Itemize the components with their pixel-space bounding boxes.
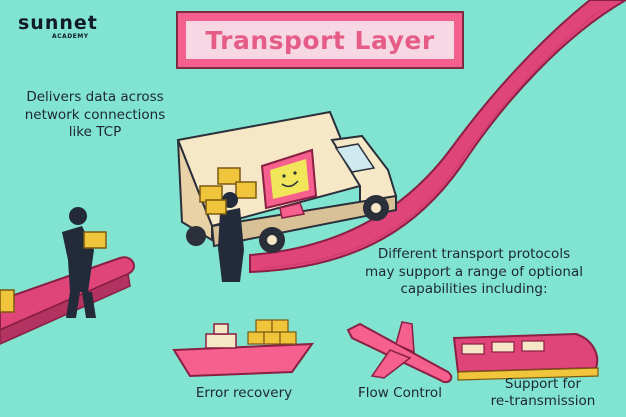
capability-label-line: Error recovery	[195, 385, 293, 401]
worker-right	[205, 192, 244, 282]
right-caption-line: Different transport protocols	[377, 246, 571, 262]
ship-icon	[172, 319, 315, 378]
page-title: Transport Layer	[205, 25, 435, 55]
capability-label-line: re-transmission	[490, 393, 596, 409]
right-caption-line: may support a range of optional	[365, 263, 583, 280]
title-panel: Transport Layer	[186, 21, 454, 59]
brand-logo: sunnet ACADEMY	[18, 12, 98, 40]
delivery-truck	[176, 110, 398, 253]
right-caption-line: capabilities including:	[400, 281, 548, 297]
train-icon	[452, 332, 599, 381]
left-caption-line: Delivers data across	[26, 89, 164, 105]
capability-label-line: Flow Control	[358, 385, 442, 401]
brand-name: sunnet	[18, 12, 98, 34]
monitor-emblem-icon	[260, 148, 318, 219]
airplane-icon	[346, 321, 453, 384]
worker-left	[62, 207, 107, 318]
brand-sub: ACADEMY	[52, 33, 89, 40]
capability-label-error-recovery: Error recovery	[182, 385, 306, 402]
conveyor-belt	[0, 256, 135, 345]
capability-label-retransmission: Support for re-transmission	[474, 376, 612, 410]
right-caption: Different transport protocols may suppor…	[334, 246, 614, 299]
title-banner: Transport Layer	[176, 11, 464, 69]
capability-label-flow-control: Flow Control	[344, 385, 456, 402]
left-caption-line: network connections	[24, 106, 166, 123]
left-caption-line: like TCP	[68, 124, 122, 140]
capability-label-line: Support for	[504, 376, 582, 392]
left-caption: Delivers data across network connections…	[14, 89, 176, 142]
